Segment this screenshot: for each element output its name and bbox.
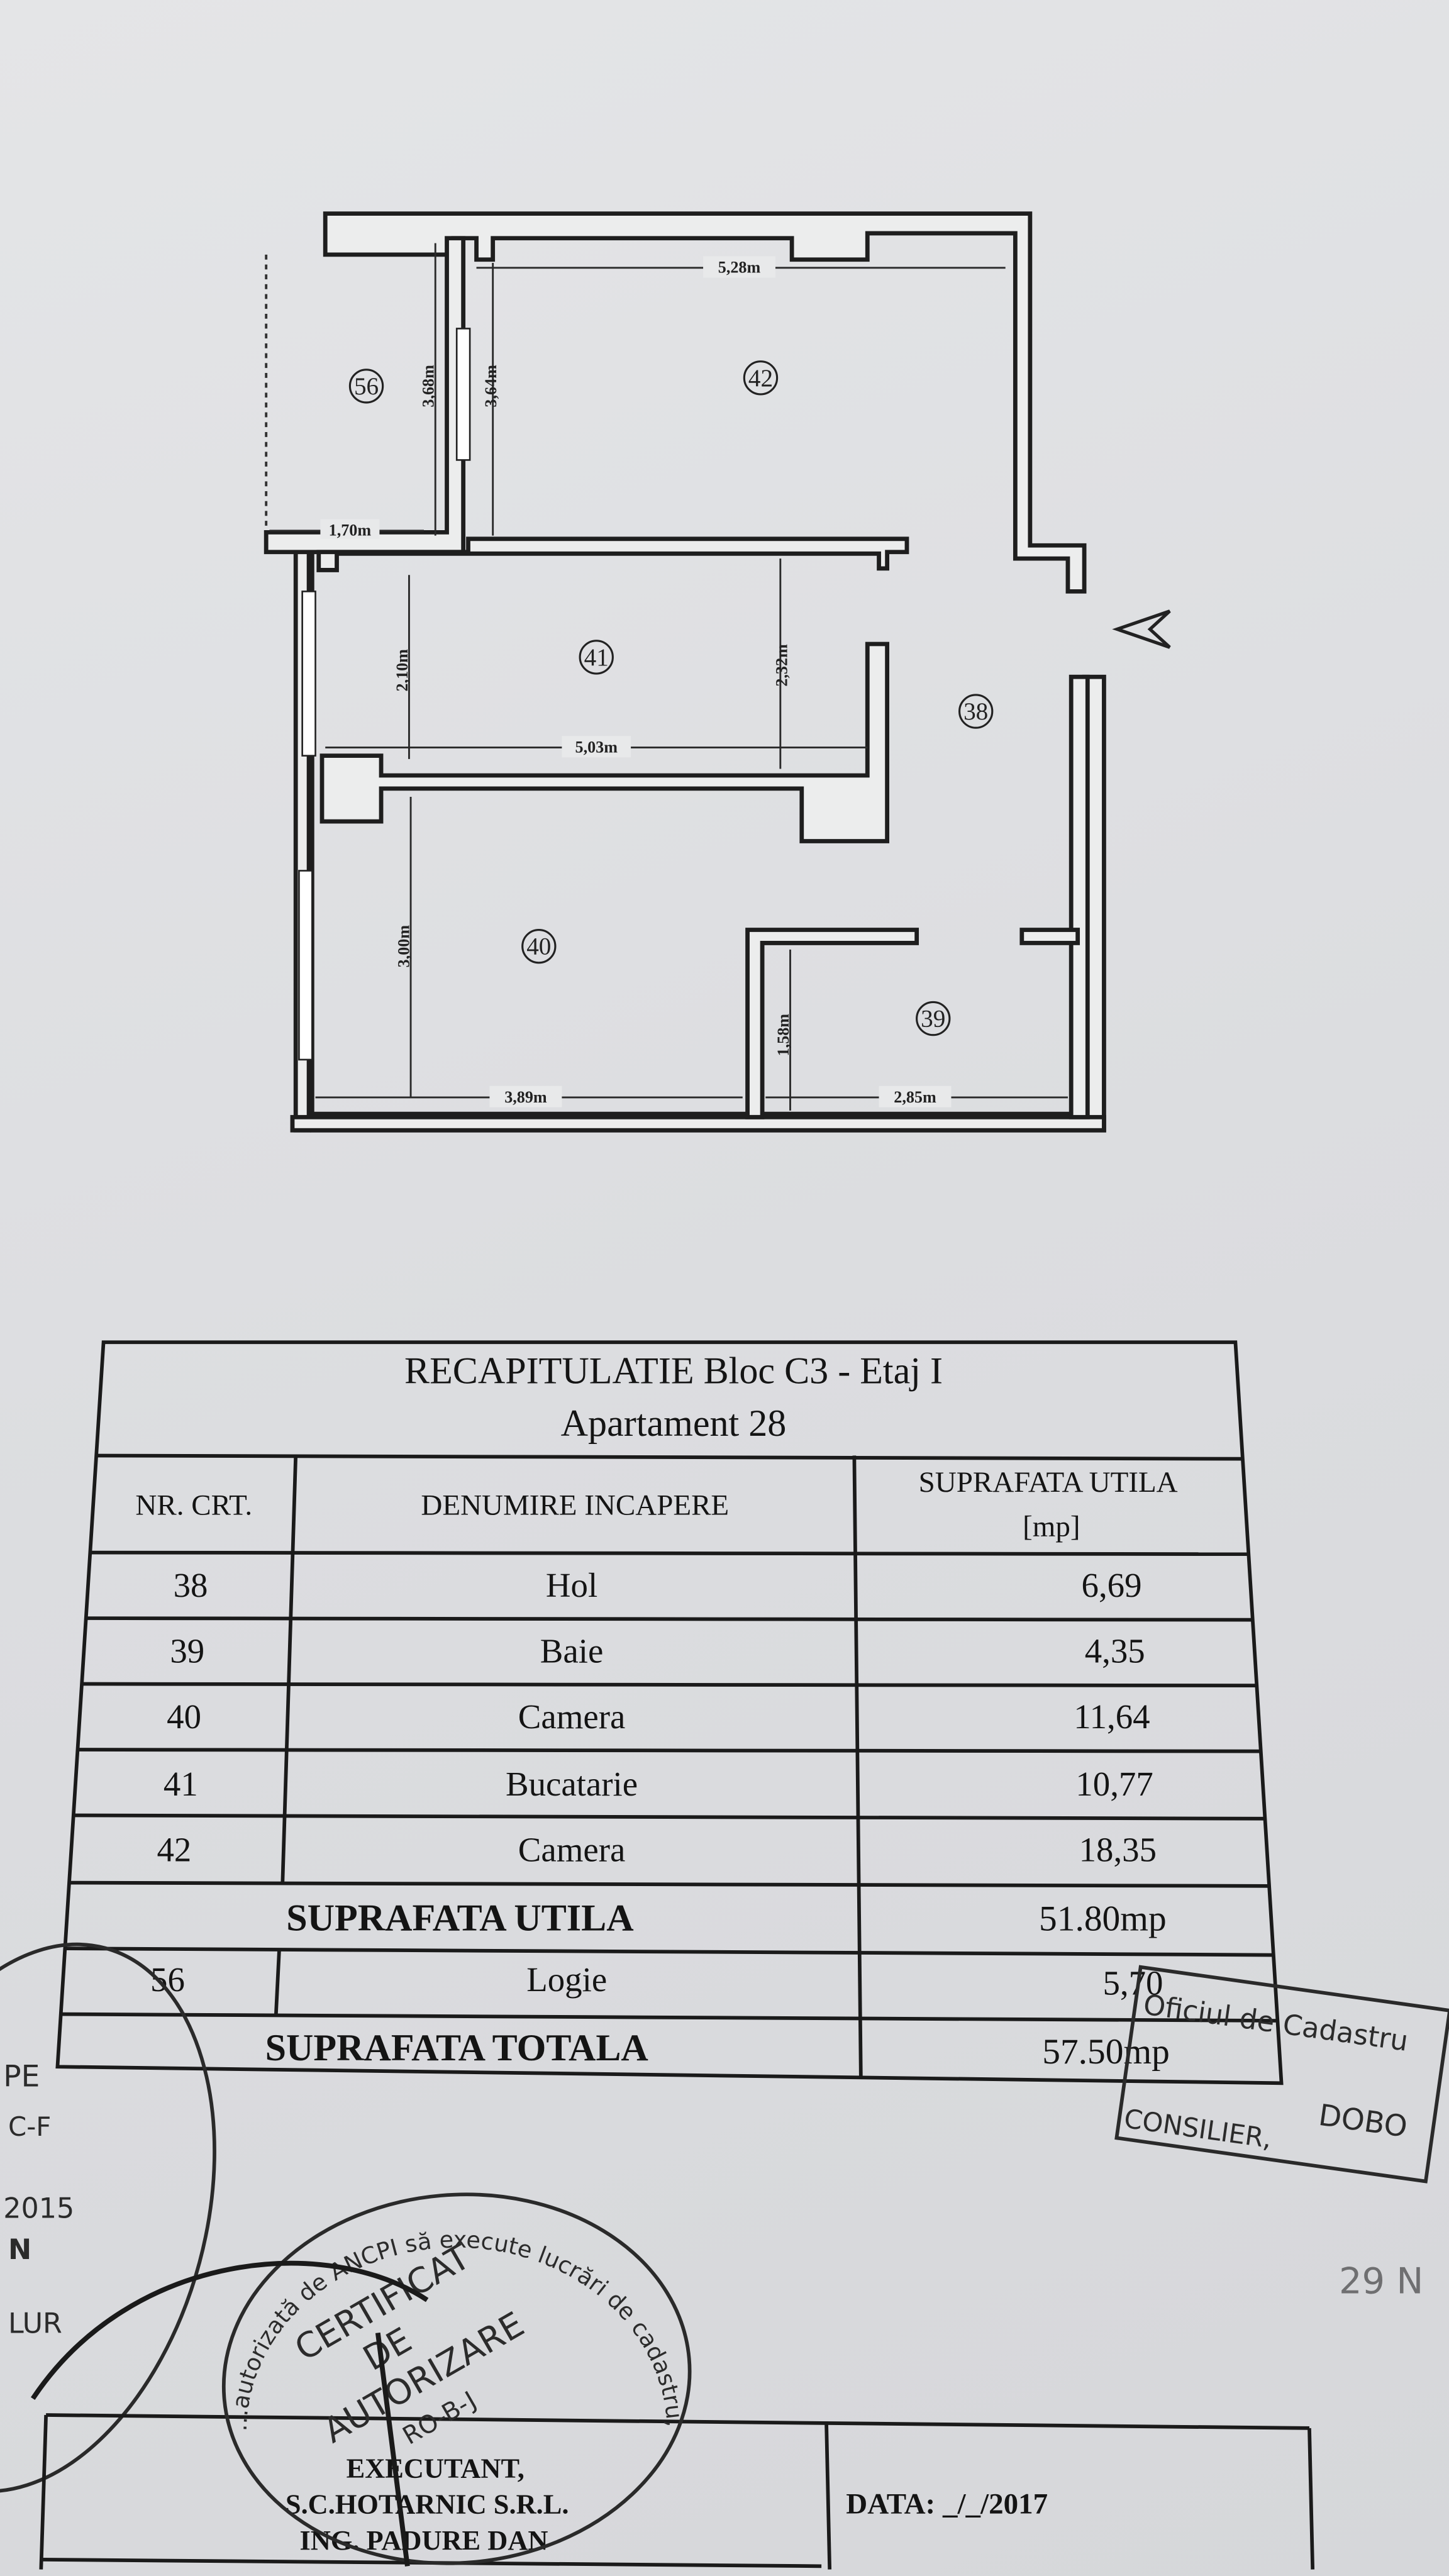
wall-bathroom-right: [1019, 928, 1080, 945]
signature-box: EXECUTANT, S.C.HOTARNIC S.R.L. ING. PADU…: [39, 2413, 1315, 2570]
header-name: DENUMIRE INCAPERE: [421, 1489, 729, 1521]
window: [455, 328, 471, 461]
room-number: 56: [354, 373, 379, 400]
dim-label: 3,89m: [504, 1088, 547, 1106]
wall-bottom: [290, 1114, 1106, 1133]
room-number: 40: [526, 933, 551, 960]
dim-label: 2,85m: [894, 1088, 936, 1106]
room-number: 42: [748, 365, 773, 392]
room-number: 41: [584, 644, 609, 671]
cell-name: Logie: [526, 1960, 607, 1999]
cell-area: 18,35: [1079, 1831, 1157, 1869]
table-row: 42 Camera 18,35: [157, 1831, 1157, 1869]
table-subtitle: Apartament 28: [561, 1402, 787, 1444]
window: [301, 591, 316, 757]
table-row: 38 Hol 6,69: [174, 1566, 1142, 1604]
stamp-text: 2015: [3, 2193, 74, 2225]
stamp-text: C-F: [8, 2111, 51, 2142]
engineer-name: ING. PADURE DAN: [299, 2524, 548, 2556]
left-stamp: PE C-F 2015 N LUR: [0, 1942, 216, 2494]
cell-area: 4,35: [1085, 1632, 1145, 1670]
wall-bathroom: [745, 928, 919, 1119]
wall-logia: [264, 236, 466, 555]
date-field: DATA: _/_/2017: [846, 2488, 1048, 2521]
dim-label: 1,58m: [774, 1014, 792, 1057]
cell-nr: 41: [164, 1765, 198, 1803]
room-labels: 56 42 41 38 40 39: [348, 360, 994, 1036]
dim-label: 3,68m: [419, 365, 438, 408]
stamp-text: LUR: [8, 2307, 62, 2340]
dim-label: 5,03m: [575, 738, 618, 756]
stamp-text: DOBO: [1316, 2098, 1409, 2145]
useful-area-label: SUPRAFATA UTILA: [286, 1896, 633, 1938]
cell-area: 6,69: [1082, 1566, 1142, 1604]
cell-name: Hol: [546, 1566, 597, 1604]
wall-41-40: [319, 641, 890, 843]
cell-nr: 39: [170, 1632, 204, 1670]
cell-nr: 40: [167, 1697, 201, 1736]
wall-right: [1069, 674, 1090, 1119]
floor-plan: [264, 211, 1106, 1133]
dim-label: 3,00m: [394, 925, 413, 968]
wall-42-41: [316, 536, 909, 572]
room-number: 39: [921, 1006, 945, 1033]
entrance-arrow-icon: [1112, 609, 1171, 649]
date-stamp: 29 N: [1339, 2260, 1423, 2302]
dim-label: 1,70m: [329, 521, 372, 540]
header-area-unit: [mp]: [1023, 1510, 1080, 1543]
stamp-text: N: [8, 2234, 31, 2266]
table-row: 56 Logie 5,70: [150, 1960, 1163, 2002]
total-area-value: 57.50mp: [1042, 2032, 1170, 2072]
cell-nr: 38: [174, 1566, 208, 1604]
header-nr: NR. CRT.: [135, 1489, 252, 1521]
dim-label: 2,10m: [393, 649, 411, 692]
dim-label: 2,32m: [772, 644, 791, 687]
room-number: 38: [963, 698, 988, 725]
certification-stamp: ...autorizată de ANCPI să execute lucrăr…: [0, 0, 692, 2567]
table-row: 41 Bucatarie 10,77: [164, 1765, 1153, 1803]
header-area: SUPRAFATA UTILA: [919, 1466, 1178, 1499]
stamp-text: CONSILIER,: [1122, 2103, 1274, 2154]
executant-label: EXECUTANT,: [347, 2452, 525, 2484]
table-row: 39 Baie 4,35: [170, 1632, 1145, 1670]
cell-name: Camera: [518, 1831, 626, 1869]
dim-label: 5,28m: [718, 258, 761, 277]
cell-area: 10,77: [1075, 1765, 1153, 1803]
office-stamp: Oficiul de Cadastru DOBO CONSILIER,: [1114, 1965, 1449, 2184]
wall-left: [292, 548, 1106, 1133]
table-title: RECAPITULATIE Bloc C3 - Etaj I: [404, 1350, 943, 1392]
summary-table: RECAPITULATIE Bloc C3 - Etaj I Apartamen…: [55, 1340, 1284, 2085]
cell-name: Bucatarie: [506, 1765, 638, 1803]
table-row: 40 Camera 11,64: [167, 1697, 1150, 1736]
window: [298, 870, 313, 1061]
signature-scribble: [30, 2260, 429, 2567]
cell-name: Camera: [518, 1697, 626, 1736]
cell-nr: 42: [157, 1831, 191, 1869]
cell-area: 11,64: [1074, 1697, 1150, 1736]
dimensions: 5,28m 3,68m 3,64m 1,70m 2,10m 2,32m 5,03…: [269, 243, 1068, 1111]
company-name: S.C.HOTARNIC S.R.L.: [286, 2489, 569, 2520]
total-area-label: SUPRAFATA TOTALA: [265, 2026, 648, 2068]
stamp-text: PE: [3, 2060, 40, 2094]
useful-area-value: 51.80mp: [1039, 1899, 1167, 1938]
cell-name: Baie: [540, 1632, 604, 1670]
dim-label: 3,64m: [482, 365, 500, 408]
